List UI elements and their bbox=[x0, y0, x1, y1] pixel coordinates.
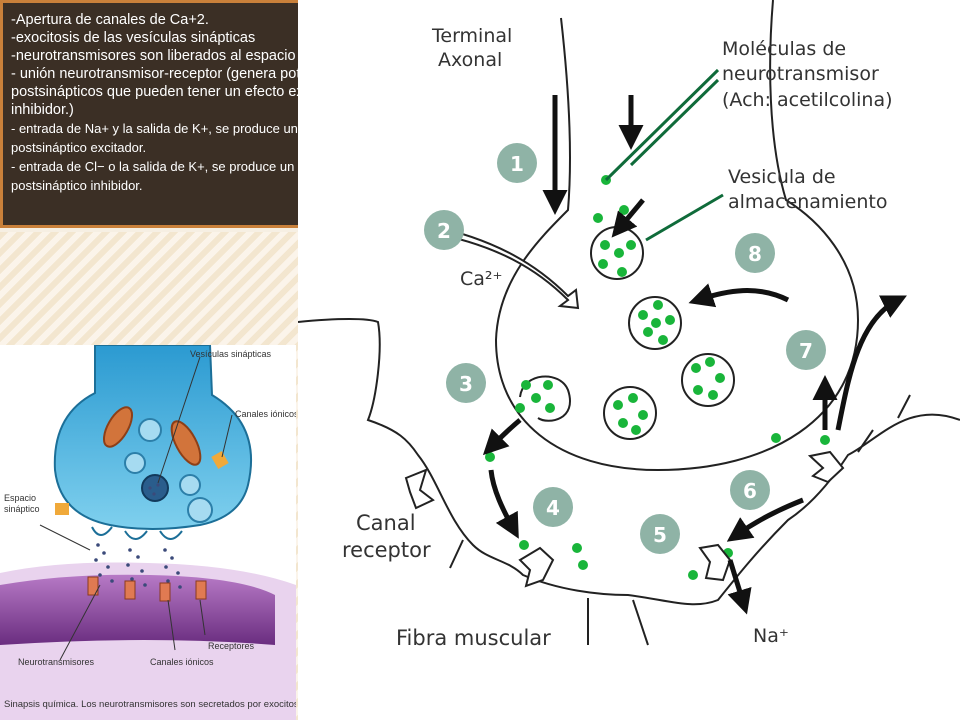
step-5-marker: 5 bbox=[640, 514, 680, 554]
label-na: Na⁺ bbox=[753, 625, 789, 647]
label-canales-ionicos-top: Canales iónicos bbox=[235, 409, 296, 419]
ion-channel bbox=[55, 503, 69, 515]
step-8: 8 bbox=[748, 242, 762, 266]
label-receptores: Receptores bbox=[208, 641, 255, 651]
leader-lines bbox=[39, 356, 233, 661]
vesicle bbox=[179, 474, 201, 496]
note-line: - unión neurotransmisor-receptor (genera… bbox=[11, 66, 360, 118]
step-5: 5 bbox=[653, 523, 667, 547]
step-6: 6 bbox=[743, 479, 757, 503]
neurotransmitter-cloud bbox=[94, 483, 182, 589]
vesicle bbox=[141, 474, 169, 502]
exocytosis-site bbox=[159, 530, 183, 540]
step-8-marker: 8 bbox=[735, 233, 775, 273]
step-7-marker: 7 bbox=[786, 330, 826, 370]
exocytosis-site bbox=[124, 530, 148, 540]
muscle-fibre-outline bbox=[298, 318, 960, 606]
mitochondrion bbox=[103, 406, 133, 448]
label-fibra: Fibra muscular bbox=[396, 626, 551, 650]
note-line: - entrada de Cl− o la salida de K+, se p… bbox=[11, 159, 350, 193]
label-vesicula-2: almacenamiento bbox=[728, 191, 888, 213]
label-neurotransmisores: Neurotransmisores bbox=[18, 657, 95, 667]
step-1: 1 bbox=[510, 152, 524, 176]
vesicle bbox=[124, 452, 146, 474]
step-2: 2 bbox=[437, 219, 451, 243]
step-3: 3 bbox=[459, 372, 473, 396]
label-ca: Ca²⁺ bbox=[460, 268, 503, 290]
step-3-marker: 3 bbox=[446, 363, 486, 403]
step-1-marker: 1 bbox=[497, 143, 537, 183]
label-canal-2: receptor bbox=[342, 538, 431, 562]
label-moleculas-1: Moléculas de bbox=[722, 38, 846, 60]
label-terminal-2: Axonal bbox=[438, 49, 502, 71]
axon-terminal-outline bbox=[494, 0, 860, 472]
fibre-lower bbox=[587, 598, 649, 646]
sodium-arrow bbox=[727, 559, 752, 615]
flow-arrows bbox=[482, 95, 907, 542]
step-6-marker: 6 bbox=[730, 470, 770, 510]
label-canal-1: Canal bbox=[356, 511, 416, 535]
note-line: - entrada de Na+ y la salida de K+, se p… bbox=[11, 121, 354, 155]
neurotransmitter-dots bbox=[485, 175, 830, 580]
step-4: 4 bbox=[546, 496, 560, 520]
label-vesicula-1: Vesicula de bbox=[728, 166, 836, 188]
vesicle bbox=[187, 497, 213, 523]
step-markers: 1 2 3 4 5 6 7 8 bbox=[424, 143, 826, 554]
label-terminal-1: Terminal bbox=[431, 25, 512, 47]
vesicle bbox=[138, 418, 162, 442]
label-espacio-1: Espacio bbox=[4, 493, 36, 503]
label-canales-ionicos-bottom: Canales iónicos bbox=[150, 657, 214, 667]
note-line: -exocitosis de las vesículas sinápticas bbox=[11, 30, 256, 46]
label-leaders bbox=[604, 68, 724, 242]
synapse-diagram: 1 2 3 4 5 6 7 8 Terminal Axonal Molécula… bbox=[298, 0, 960, 720]
step-4-marker: 4 bbox=[533, 487, 573, 527]
receptors bbox=[87, 576, 207, 602]
step-7: 7 bbox=[799, 339, 813, 363]
label-moleculas-2: neurotransmisor bbox=[722, 63, 879, 85]
inset-caption: Sinapsis química. Los neurotransmisores … bbox=[4, 699, 296, 710]
receptor-channels bbox=[404, 450, 845, 588]
synapse-illustration: Vesículas sinápticas Canales iónicos Esp… bbox=[0, 345, 296, 720]
label-vesiculas: Vesículas sinápticas bbox=[190, 349, 272, 359]
fibre-folds bbox=[449, 394, 911, 569]
note-line: -Apertura de canales de Ca+2. bbox=[11, 12, 209, 28]
label-moleculas-3: (Ach: acetilcolina) bbox=[722, 89, 893, 111]
step-2-marker: 2 bbox=[424, 210, 464, 250]
note-line: -neurotransmisores son liberados al espa… bbox=[11, 48, 357, 64]
ion-channel bbox=[211, 450, 229, 470]
mitochondrion bbox=[170, 420, 202, 466]
exocytosis-site bbox=[91, 526, 113, 536]
label-espacio-2: sináptico bbox=[4, 504, 40, 514]
postsynaptic-cell bbox=[0, 574, 275, 645]
